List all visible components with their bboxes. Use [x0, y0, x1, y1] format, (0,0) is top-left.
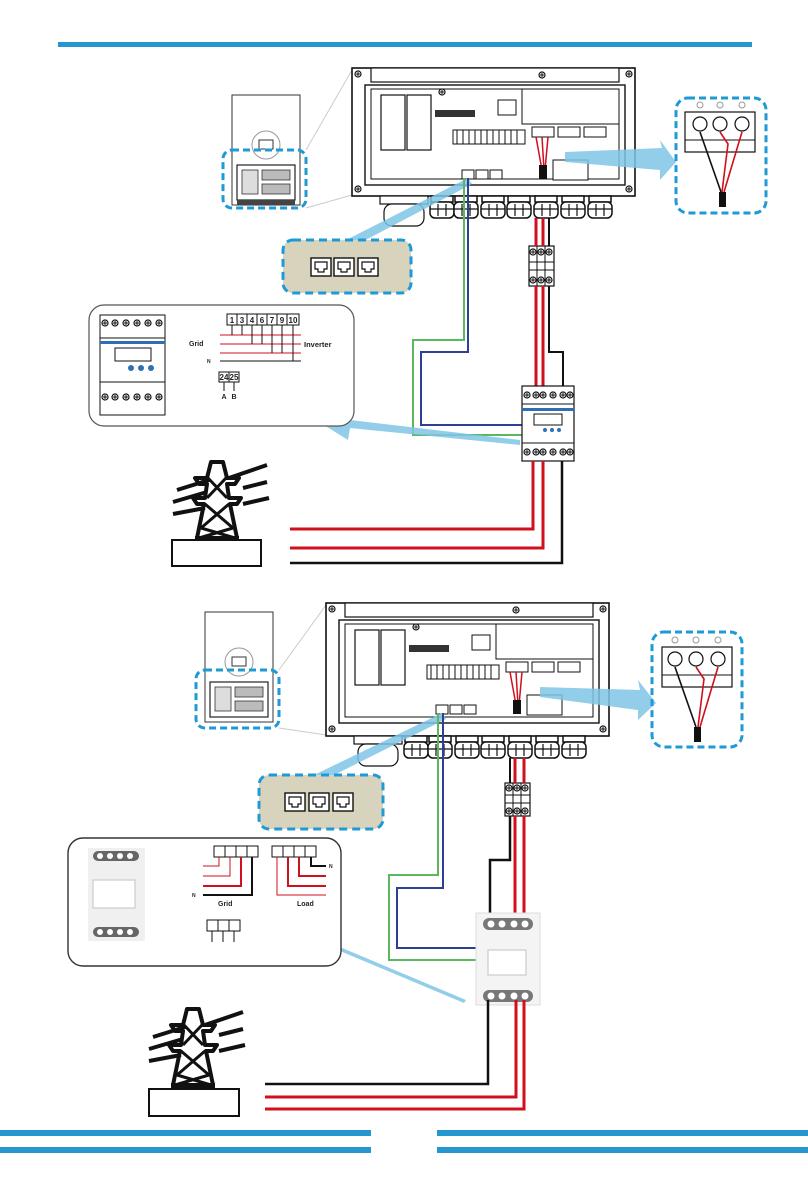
grid-label: Grid: [189, 341, 203, 348]
power-grid-tower-icon: [147, 1007, 247, 1117]
terminal-24: 24: [220, 373, 229, 382]
energy-meter: [521, 385, 575, 462]
grid-label: Grid: [218, 901, 232, 908]
comm-label-a: A: [221, 394, 226, 401]
ac-terminal-detail: [540, 630, 744, 749]
highlight-box: [650, 630, 744, 749]
breaker: [504, 782, 531, 817]
inverter-compartment: [351, 67, 636, 227]
terminal-7: 7: [270, 316, 275, 325]
inverter-thumbnail: [194, 604, 327, 736]
neutral-label-left: N: [192, 893, 196, 899]
footer-rules: [0, 1130, 808, 1153]
ac-terminal-detail: [565, 96, 768, 215]
rj45-port-detail: [257, 713, 446, 831]
highlight-box: [221, 148, 308, 210]
terminal-3: 3: [240, 316, 245, 325]
diagram-1: 1 3 4 6 7 9 10 Grid Inverter N 24 25: [88, 67, 768, 567]
load-label: Load: [297, 901, 314, 908]
highlight-box: [194, 668, 281, 730]
meter-wiring-detail: 1 3 4 6 7 9 10 Grid Inverter N 24 25: [88, 304, 355, 427]
meter-wiring-detail: N Grid Load N: [67, 837, 342, 967]
terminal-10: 10: [289, 316, 298, 325]
terminal-25: 25: [230, 373, 239, 382]
highlight-box: [674, 96, 768, 215]
inverter-compartment: [325, 602, 610, 767]
comm-label-b: B: [231, 394, 236, 401]
breaker: [528, 245, 555, 287]
neutral-label: N: [207, 359, 211, 365]
rj45-port-detail: [281, 178, 472, 295]
terminal-9: 9: [280, 316, 285, 325]
inverter-thumbnail: [221, 69, 353, 210]
inverter-label: Inverter: [304, 340, 332, 349]
diagram-2: N Grid Load N: [67, 602, 744, 1117]
callout-arrow: [565, 140, 676, 180]
terminal-6: 6: [260, 316, 265, 325]
terminal-4: 4: [250, 316, 255, 325]
callout-arrow: [540, 680, 656, 720]
energy-meter: [475, 912, 541, 1006]
neutral-label-right: N: [329, 864, 333, 870]
power-grid-tower-icon: [171, 460, 271, 567]
terminal-1: 1: [230, 316, 235, 325]
header-rule: [58, 42, 752, 47]
